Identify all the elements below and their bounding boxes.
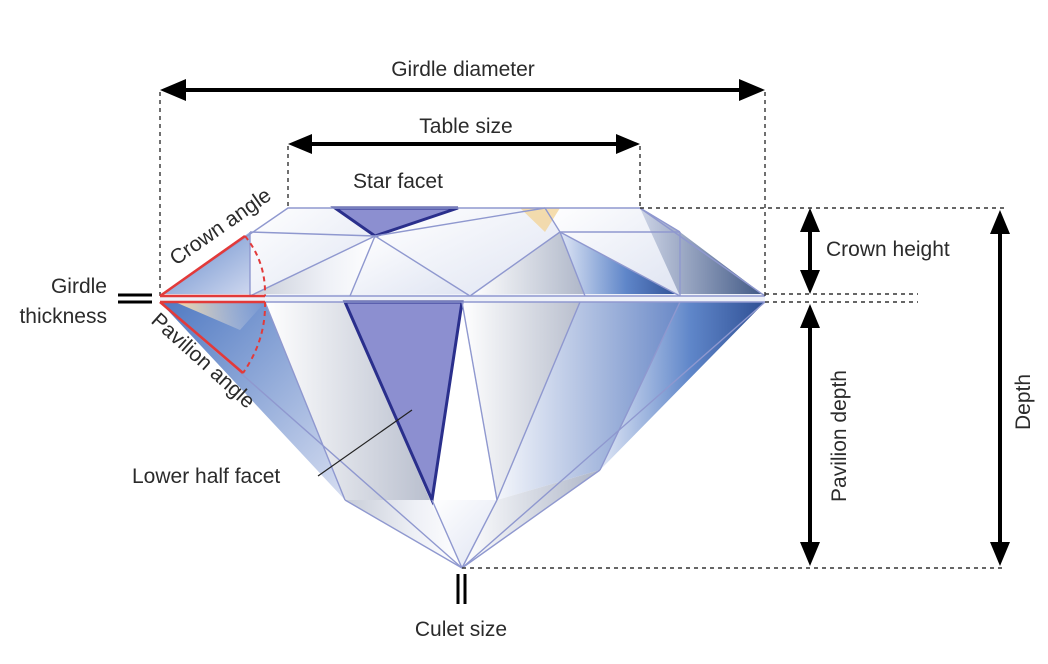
culet-size-label: Culet size (415, 618, 507, 641)
girdle-thickness-marker (118, 293, 152, 304)
girdle-thickness-label-line2: thickness (19, 305, 107, 328)
crown-center-right-facet (470, 232, 585, 296)
crown-angle-marker (159, 234, 267, 298)
depth-arrow (990, 210, 1010, 566)
culet-size-marker (456, 574, 467, 604)
lower-half-facet-label: Lower half facet (132, 465, 280, 488)
pavilion-right-outer-facet (600, 302, 765, 470)
lower-half-facet-leader (317, 409, 413, 477)
depth-label: Depth (1012, 374, 1035, 430)
pavilion-left-outer-facet (160, 302, 345, 500)
girdle-band (160, 294, 765, 302)
diamond-body (159, 206, 766, 569)
star-facet-label: Star facet (353, 170, 443, 193)
table-size-arrow (288, 134, 640, 154)
crown-center-top-facet (375, 208, 560, 296)
crown-yellow-glint (520, 208, 560, 232)
crown-upper-right-facet (545, 208, 680, 296)
pavilion-angle-marker (159, 300, 267, 374)
girdle-diameter-arrow (160, 79, 765, 101)
dashed-guides (159, 92, 1005, 569)
crown-upper-left-facet (250, 208, 375, 296)
crown-height-arrow (800, 208, 820, 294)
girdle-diameter-label: Girdle diameter (391, 58, 535, 81)
pavilion-depth-label: Pavilion depth (828, 370, 851, 502)
pavilion-depth-arrow (800, 304, 820, 566)
pavilion-yellow-glint (175, 302, 265, 330)
crown-center-left-facet (350, 236, 470, 296)
girdle-thickness-label-line1: Girdle (51, 275, 107, 298)
crown-height-label: Crown height (826, 238, 950, 261)
pavilion-center-lower-facet (430, 500, 497, 568)
facet-edges (159, 207, 766, 569)
pavilion-center-facet (462, 302, 580, 500)
pavilion-right-inner-facet (497, 302, 680, 500)
table-size-label: Table size (419, 115, 512, 138)
pavilion-left-inner-facet (265, 302, 430, 500)
